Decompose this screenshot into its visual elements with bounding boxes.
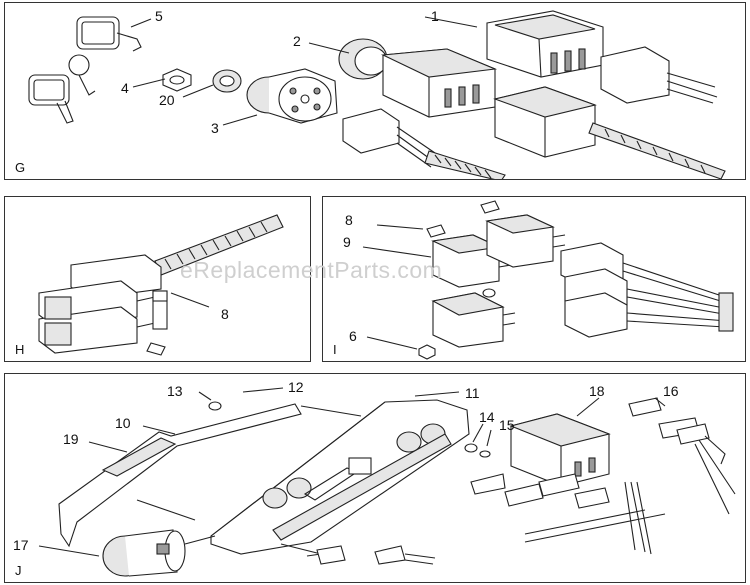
callout-16: 16 [663, 383, 679, 399]
buzzer [102, 529, 216, 577]
relay-block [493, 86, 726, 179]
leader-line [130, 18, 152, 28]
rocker-switch [509, 413, 611, 487]
relay [485, 214, 566, 268]
callout-18: 18 [589, 383, 605, 399]
wire-harness-plug [342, 108, 506, 179]
dash-gasket [58, 403, 302, 548]
panel-h-illustration [38, 214, 284, 356]
bulb-sockets [470, 397, 736, 555]
panel-g: 5 1 2 4 20 3 G [4, 2, 746, 180]
callout-17: 17 [13, 537, 29, 553]
ignition-keys [28, 16, 142, 124]
panel-g-illustration [28, 10, 726, 179]
panel-letter: I [333, 342, 337, 357]
callout-6: 6 [349, 328, 357, 344]
screw [480, 200, 500, 214]
washer [482, 288, 496, 298]
callout-12: 12 [288, 379, 304, 395]
leader-line [198, 391, 212, 401]
wire-connector [280, 543, 436, 565]
panel-letter: G [15, 160, 26, 175]
ignition-switch [246, 68, 338, 124]
callout-8: 8 [345, 212, 353, 228]
callout-15: 15 [499, 417, 515, 433]
washer [208, 401, 222, 411]
callout-8: 8 [221, 306, 229, 322]
callout-3: 3 [211, 120, 219, 136]
relay [431, 292, 516, 348]
callout-10: 10 [115, 415, 131, 431]
dash-panel-housing [210, 399, 470, 555]
callout-11: 11 [465, 385, 480, 401]
callout-4: 4 [121, 80, 129, 96]
wire-conduit [154, 214, 284, 276]
callout-20: 20 [159, 92, 175, 108]
screw [426, 224, 446, 238]
screw [146, 342, 166, 356]
callout-14: 14 [479, 409, 495, 425]
screw [136, 499, 196, 521]
washer [479, 450, 491, 458]
callout-2: 2 [293, 33, 301, 49]
panel-letter: J [15, 563, 22, 578]
panel-j: 13 12 11 10 19 14 15 18 16 17 J [4, 373, 746, 583]
panel-i: 8 9 6 I [322, 196, 746, 362]
switch-connector [600, 46, 718, 104]
panel-j-illustration [38, 387, 736, 577]
callout-9: 9 [343, 234, 351, 250]
leader-line [376, 224, 424, 230]
rocker-switch [380, 48, 498, 118]
rocker-switch-top [486, 10, 604, 78]
decal [101, 437, 177, 477]
panel-h: 8 H [4, 196, 311, 362]
panel-i-illustration [362, 200, 734, 360]
screw [152, 290, 168, 302]
callout-5: 5 [155, 8, 163, 24]
relay-assembly [38, 254, 168, 354]
hex-nut [418, 344, 436, 360]
relay-harness [560, 242, 734, 338]
callout-19: 19 [63, 431, 79, 447]
hex-nut [162, 68, 192, 92]
callout-1: 1 [431, 8, 439, 24]
screw [300, 405, 362, 417]
leader-line [170, 292, 210, 308]
washer [464, 443, 478, 453]
callout-13: 13 [167, 383, 183, 399]
panel-letter: H [15, 342, 25, 357]
